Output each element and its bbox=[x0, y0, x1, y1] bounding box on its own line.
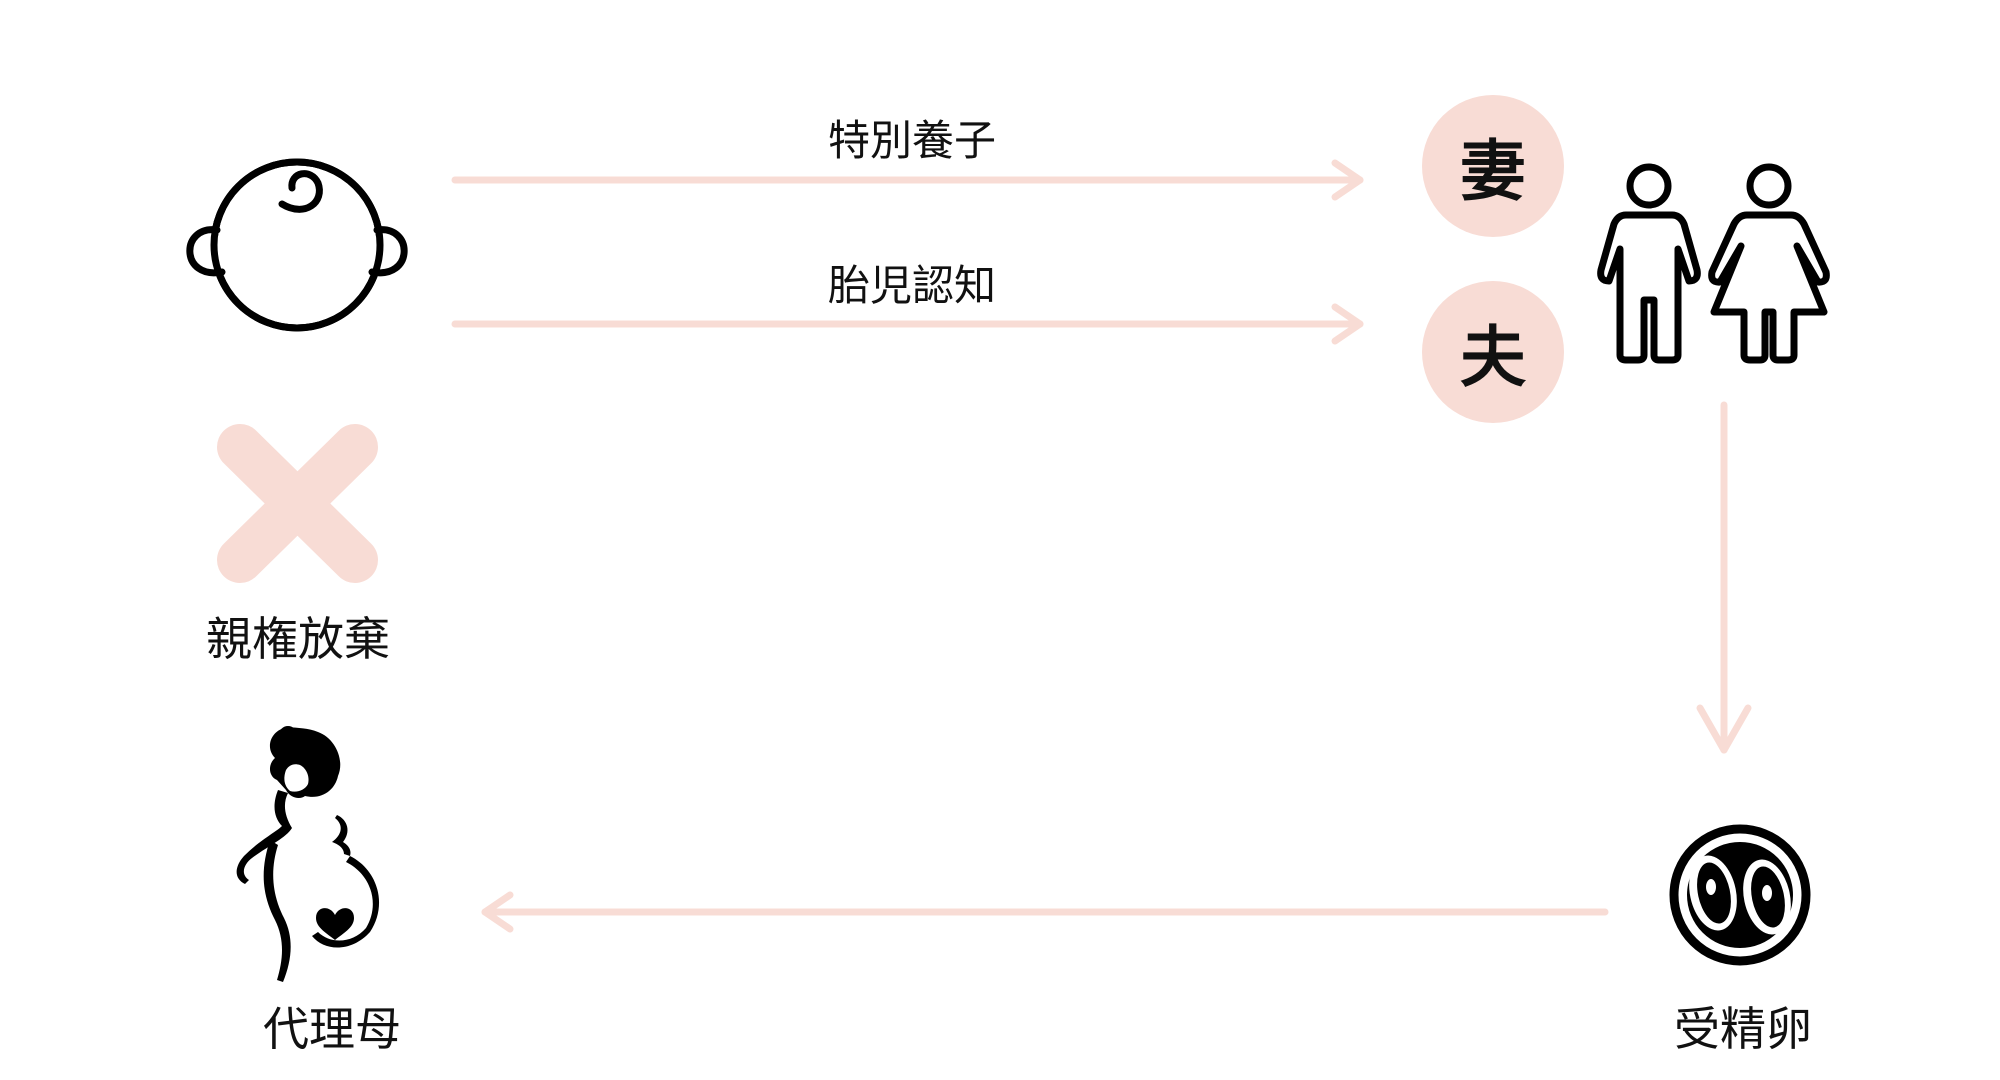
baby-face-icon bbox=[186, 158, 408, 332]
wife-label: 妻 bbox=[1460, 133, 1526, 210]
surrogate-label: 代理母 bbox=[263, 1002, 401, 1056]
arrow-acknowledgement bbox=[451, 303, 1364, 345]
arrow-to-embryo bbox=[1696, 401, 1752, 754]
husband-badge bbox=[1422, 281, 1564, 423]
cross-icon bbox=[217, 424, 378, 583]
acknowledgement-label: 胎児認知 bbox=[827, 261, 997, 310]
fertilized-egg-icon bbox=[1669, 824, 1811, 966]
renounce-label: 親権放棄 bbox=[206, 612, 390, 666]
wife-badge bbox=[1422, 95, 1564, 237]
arrow-adoption bbox=[451, 159, 1364, 201]
husband-label: 夫 bbox=[1460, 319, 1526, 396]
adoption-label: 特別養子 bbox=[827, 116, 997, 165]
couple-icon bbox=[1597, 163, 1830, 364]
pregnant-woman-icon bbox=[236, 726, 380, 982]
arrow-to-surrogate bbox=[481, 891, 1609, 933]
embryo-label: 受精卵 bbox=[1674, 1002, 1812, 1056]
